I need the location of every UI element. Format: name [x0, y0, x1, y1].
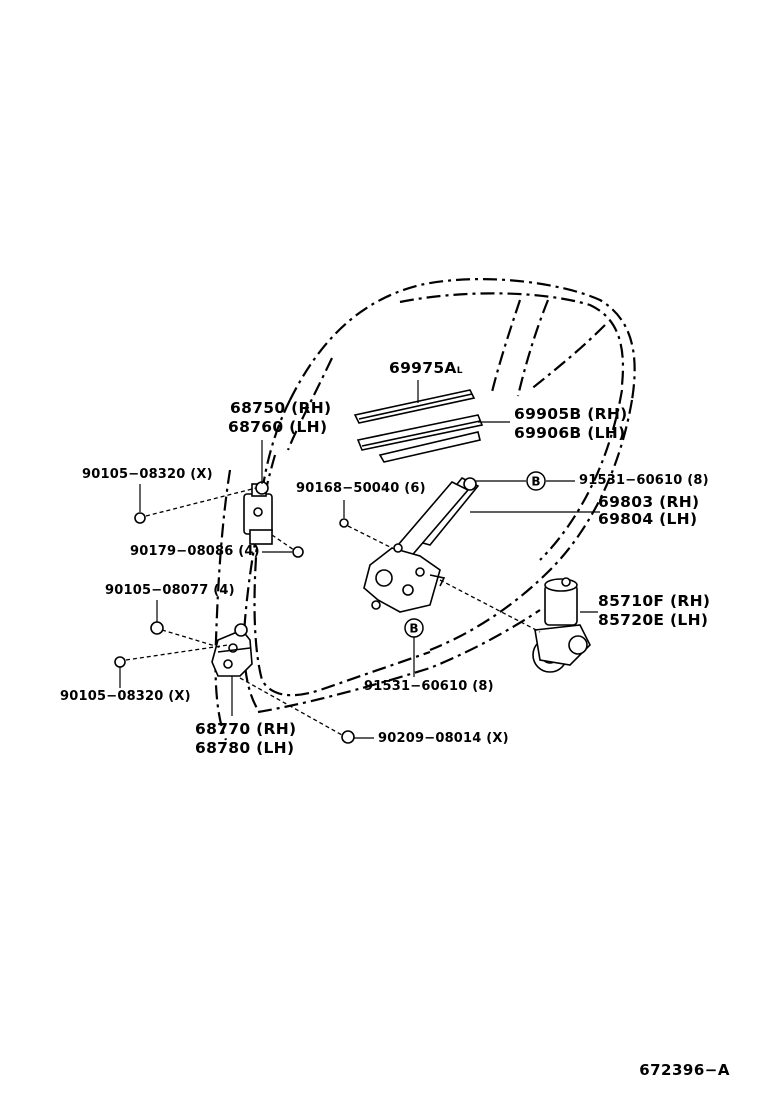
- label-69803: 69803 (RH): [598, 493, 700, 511]
- label-91531-top: 91531−60610 (8): [579, 473, 709, 488]
- label-90105-bot: 90105−08320 (X): [60, 689, 191, 704]
- marker-b-bottom: B: [404, 618, 424, 638]
- bolts: [114, 512, 355, 744]
- marker-b-top: B: [526, 471, 546, 491]
- label-85720: 85720E (LH): [598, 611, 709, 629]
- upper-hinge: [243, 481, 273, 545]
- label-90179: 90179−08086 (4): [130, 544, 260, 559]
- svg-text:B: B: [409, 622, 418, 636]
- svg-text:B: B: [531, 475, 540, 489]
- label-68770: 68770 (RH): [195, 720, 297, 738]
- label-85710: 85710F (RH): [598, 592, 711, 610]
- label-68780: 68780 (LH): [195, 739, 295, 757]
- label-90105-top: 90105−08320 (X): [82, 467, 213, 482]
- label-90168: 90168−50040 (6): [296, 481, 426, 496]
- label-69975: 69975AL: [389, 359, 463, 377]
- run-channel-69975: [353, 389, 476, 424]
- window-motor: [532, 577, 591, 673]
- label-69905: 69905B (RH): [514, 405, 628, 423]
- run-channel-69905: [356, 414, 484, 463]
- label-90105-mid: 90105−08077 (4): [105, 583, 235, 598]
- label-91531-bot: 91531−60610 (8): [364, 679, 494, 694]
- lower-hinge: [211, 623, 253, 677]
- label-69906: 69906B (LH): [514, 424, 626, 442]
- label-68750: 68750 (RH): [230, 399, 332, 417]
- leader-lines: [119, 380, 600, 739]
- label-90209: 90209−08014 (X): [378, 731, 509, 746]
- door-outline: [214, 278, 636, 741]
- label-68760: 68760 (LH): [228, 418, 328, 436]
- label-69804: 69804 (LH): [598, 510, 698, 528]
- window-regulator: [363, 476, 480, 613]
- figure-code: 672396−A: [639, 1061, 730, 1079]
